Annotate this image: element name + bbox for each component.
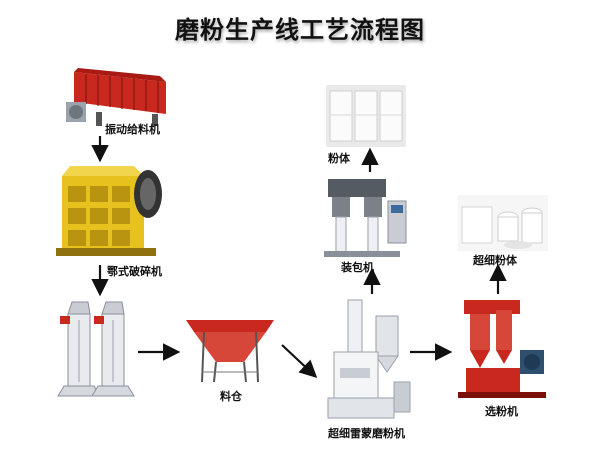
arrow-bin-to-mill (281, 344, 318, 379)
vibrating-feeder (60, 68, 180, 132)
powder-classifier (456, 298, 552, 400)
label-raymond-mill: 超细雷蒙磨粉机 (328, 427, 405, 440)
powder-bags-illustration (326, 85, 406, 147)
bucket-elevator-illustration (57, 301, 135, 397)
raymond-mill (320, 298, 416, 424)
raymond-mill-illustration (327, 299, 411, 419)
label-powder: 粉体 (328, 152, 350, 165)
label-fine-powder: 超细粉体 (473, 254, 517, 267)
jaw-crusher (56, 162, 168, 262)
material-bin-illustration (186, 320, 274, 383)
fine-powder-product (458, 195, 548, 251)
diagram-title: 磨粉生产线工艺流程图 (175, 16, 425, 44)
fine-powder-illustration (458, 195, 548, 251)
vibrating-feeder-illustration (66, 68, 166, 126)
bucket-elevator (57, 298, 140, 398)
label-packing-machine: 装包机 (341, 261, 374, 274)
label-classifier: 选粉机 (485, 405, 518, 418)
packing-machine (318, 175, 410, 259)
label-vibrating-feeder: 振动给料机 (105, 123, 160, 136)
label-jaw-crusher: 鄂式破碎机 (107, 265, 162, 278)
jaw-crusher-illustration (56, 166, 162, 256)
packing-machine-illustration (324, 179, 407, 257)
classifier-illustration (458, 300, 546, 398)
powder-bags (326, 85, 406, 147)
material-bin (182, 318, 278, 384)
label-material-bin: 料仓 (220, 390, 242, 403)
